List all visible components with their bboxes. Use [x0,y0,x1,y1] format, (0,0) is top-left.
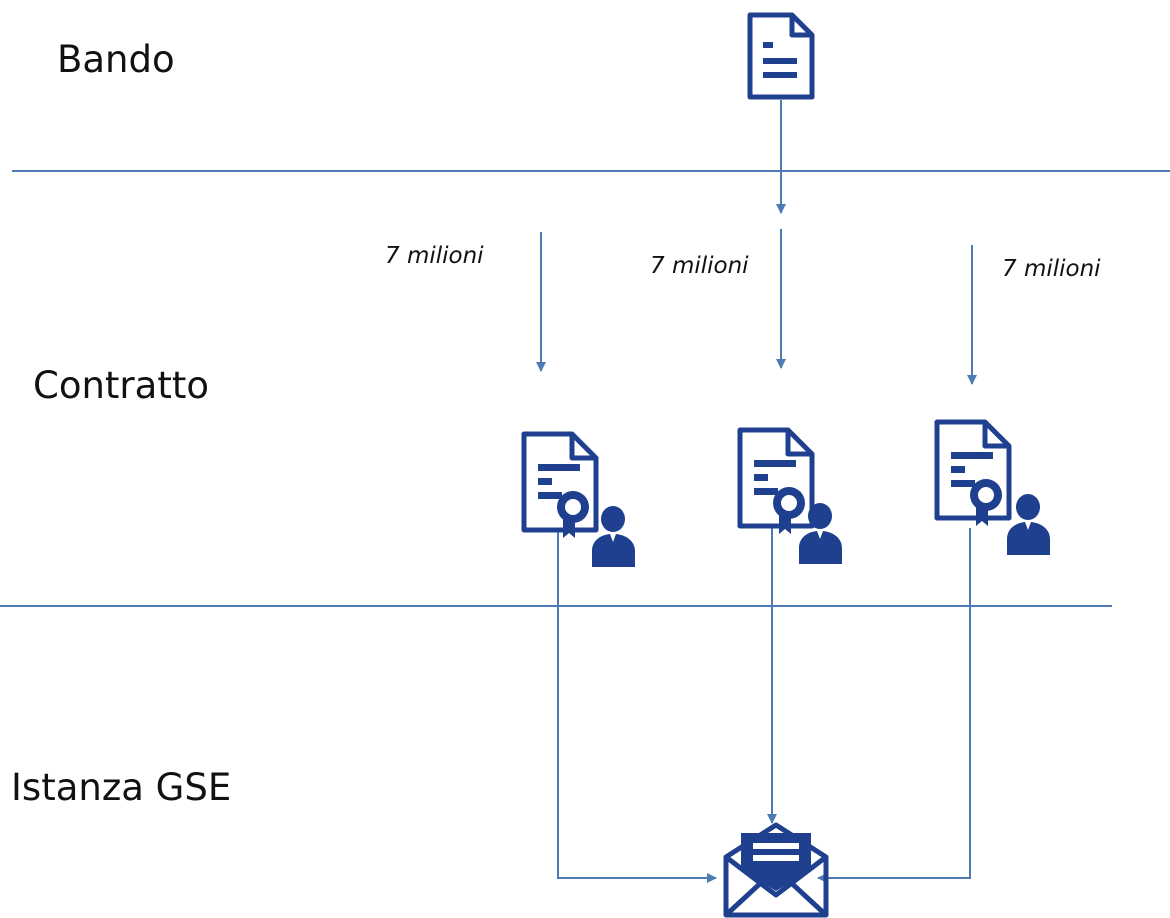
person-icon [799,503,842,564]
amount-label-right: 7 milioni [1002,256,1101,282]
person-icon [1007,494,1050,555]
envelope-document-icon [723,822,829,918]
lane-label-istanza-gse: Istanza GSE [11,766,232,809]
certificate-document-icon [521,431,599,538]
certificate-document-icon [934,419,1012,526]
person-icon [592,506,635,567]
arrow-contract-left-to-gse [557,532,717,883]
arrow-contract-right-to-gse [817,528,971,883]
lane-label-bando: Bando [57,38,175,81]
certificate-document-icon [737,427,815,534]
amount-label-center: 7 milioni [650,253,749,279]
amount-label-left: 7 milioni [385,243,484,269]
lane-label-contratto: Contratto [33,364,209,407]
document-icon [747,12,815,100]
